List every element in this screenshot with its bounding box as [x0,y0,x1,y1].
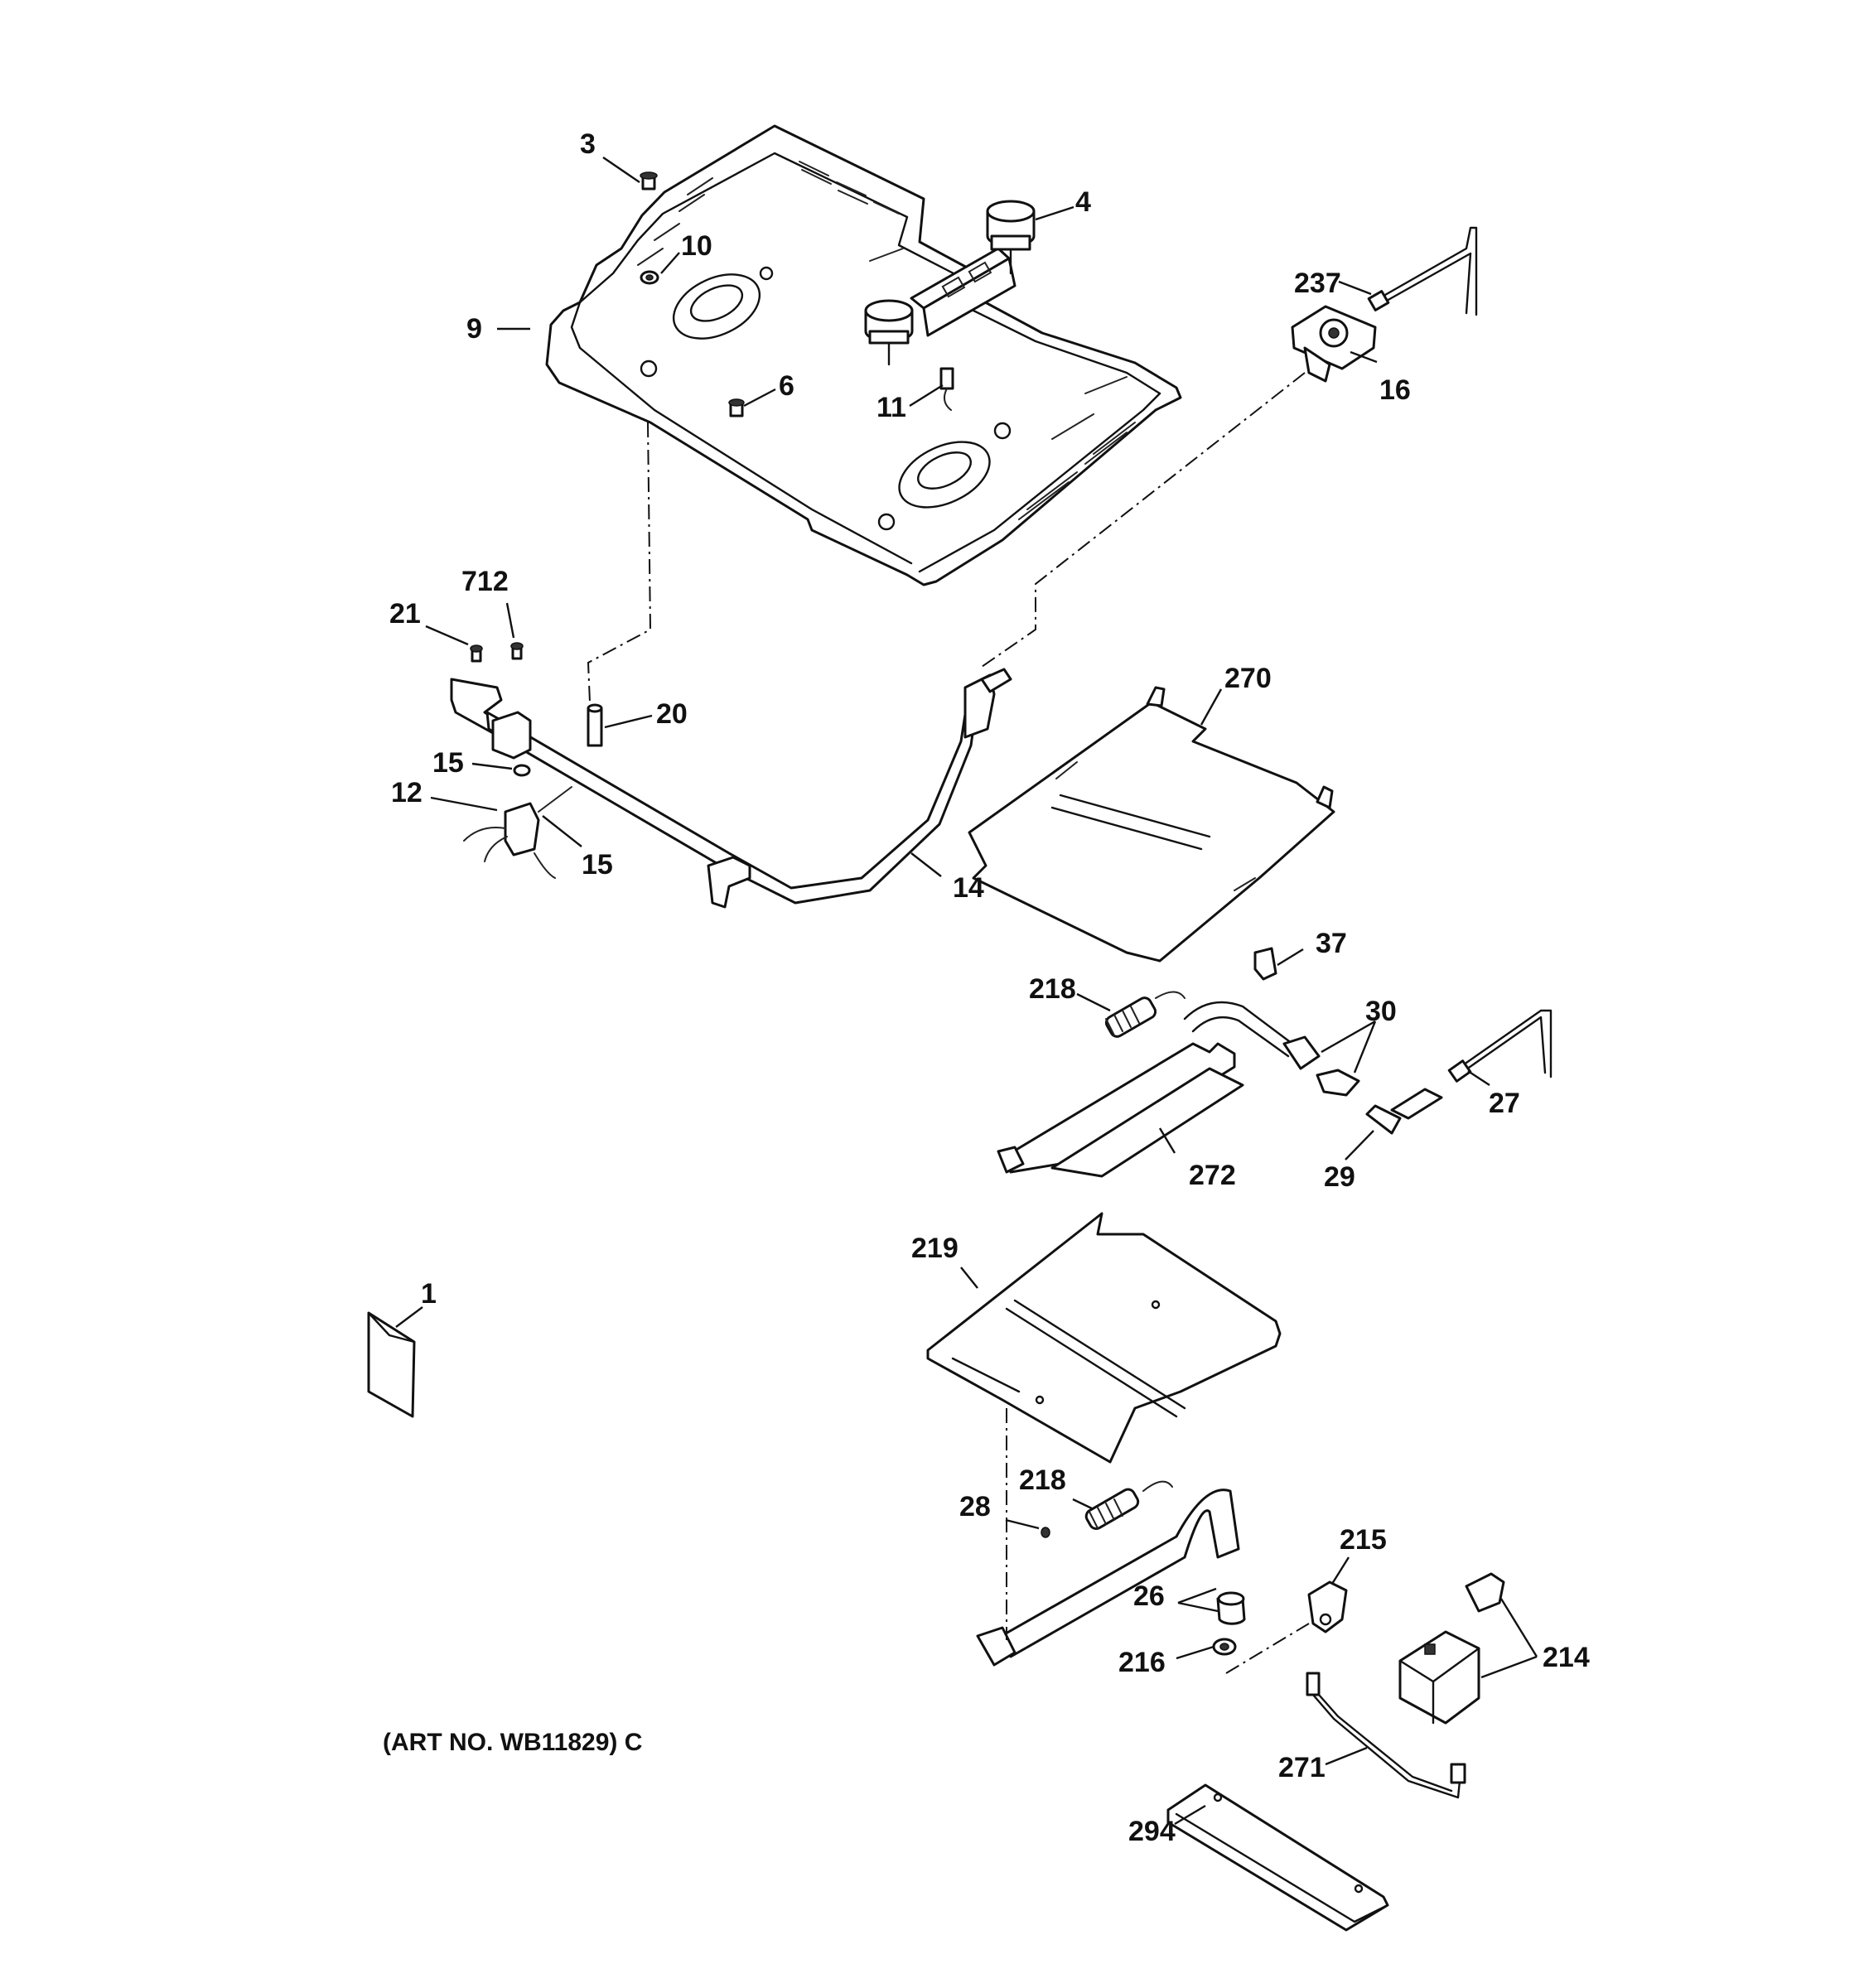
callout-29: 29 [1324,1161,1355,1193]
callout-712: 712 [461,566,509,597]
bracket-215-part [1307,1580,1348,1633]
top-burner-valves-part [864,200,1036,366]
orifice-20-part [587,703,603,747]
callout-218-lower: 218 [1019,1464,1066,1496]
callout-9: 9 [466,313,482,345]
callout-30: 30 [1365,996,1397,1027]
nut-216-part [1212,1638,1237,1656]
tube-27-part [1447,1009,1553,1083]
callout-14: 14 [953,872,984,904]
burner-26-part [976,1489,1246,1667]
screw-21-part [470,644,483,663]
igniter-218-lower-part [1084,1480,1173,1530]
callout-10: 10 [681,230,712,262]
callout-3: 3 [580,128,596,160]
callout-294: 294 [1128,1816,1176,1847]
callout-270: 270 [1224,663,1272,694]
callout-26: 26 [1133,1580,1165,1612]
tube-271-part [1306,1672,1466,1799]
callout-28: 28 [959,1491,991,1522]
callout-216: 216 [1118,1647,1166,1678]
shutter-30-part [1282,1035,1360,1097]
callout-1: 1 [421,1278,437,1310]
callout-218-upper: 218 [1029,973,1076,1005]
literature-1-part [367,1311,416,1418]
shield-270-part [968,686,1335,963]
callout-215: 215 [1340,1524,1387,1556]
bracket-294-part [1166,1783,1389,1932]
burner-box-part [545,124,1182,586]
callout-37: 37 [1316,928,1347,959]
valve-214-part [1398,1572,1505,1725]
callout-21: 21 [389,598,421,630]
callout-214: 214 [1543,1642,1590,1673]
igniter-218-upper-part [1104,991,1186,1038]
assembly-lines [587,372,1310,1674]
screw-6-part [728,398,745,417]
burner-272-part [997,1001,1294,1178]
electrode-11-part [939,367,954,411]
leader-lines [395,157,1538,1826]
callout-labels: 3 4 10 9 237 16 6 11 712 21 20 270 15 12… [383,128,1590,1847]
callout-12: 12 [391,777,423,808]
screw-28-part [1041,1527,1050,1538]
callout-219: 219 [911,1233,959,1264]
callout-27: 27 [1489,1088,1520,1119]
screw-712-part [510,642,524,660]
callout-11: 11 [876,392,906,423]
orifice-holder-16-part [1291,305,1377,383]
callout-15-lower: 15 [582,849,613,881]
clip-37-part [1253,947,1277,981]
callout-237: 237 [1294,268,1341,299]
switch-12-part [463,764,572,879]
screw-3-part [640,171,658,191]
callout-272: 272 [1189,1160,1236,1191]
callout-15-upper: 15 [432,747,464,779]
callout-271: 271 [1278,1752,1326,1783]
shield-219-part [926,1212,1282,1464]
washer-10-part [640,270,659,285]
callout-6: 6 [779,370,794,402]
callout-20: 20 [656,698,688,730]
manifold-14-part [450,668,1012,909]
callout-4: 4 [1075,186,1091,218]
tube-237-part [1367,226,1478,316]
elbow-29-part [1365,1088,1443,1135]
art-number-label: (ART NO. WB11829) C [383,1729,642,1756]
callout-16: 16 [1379,374,1411,406]
